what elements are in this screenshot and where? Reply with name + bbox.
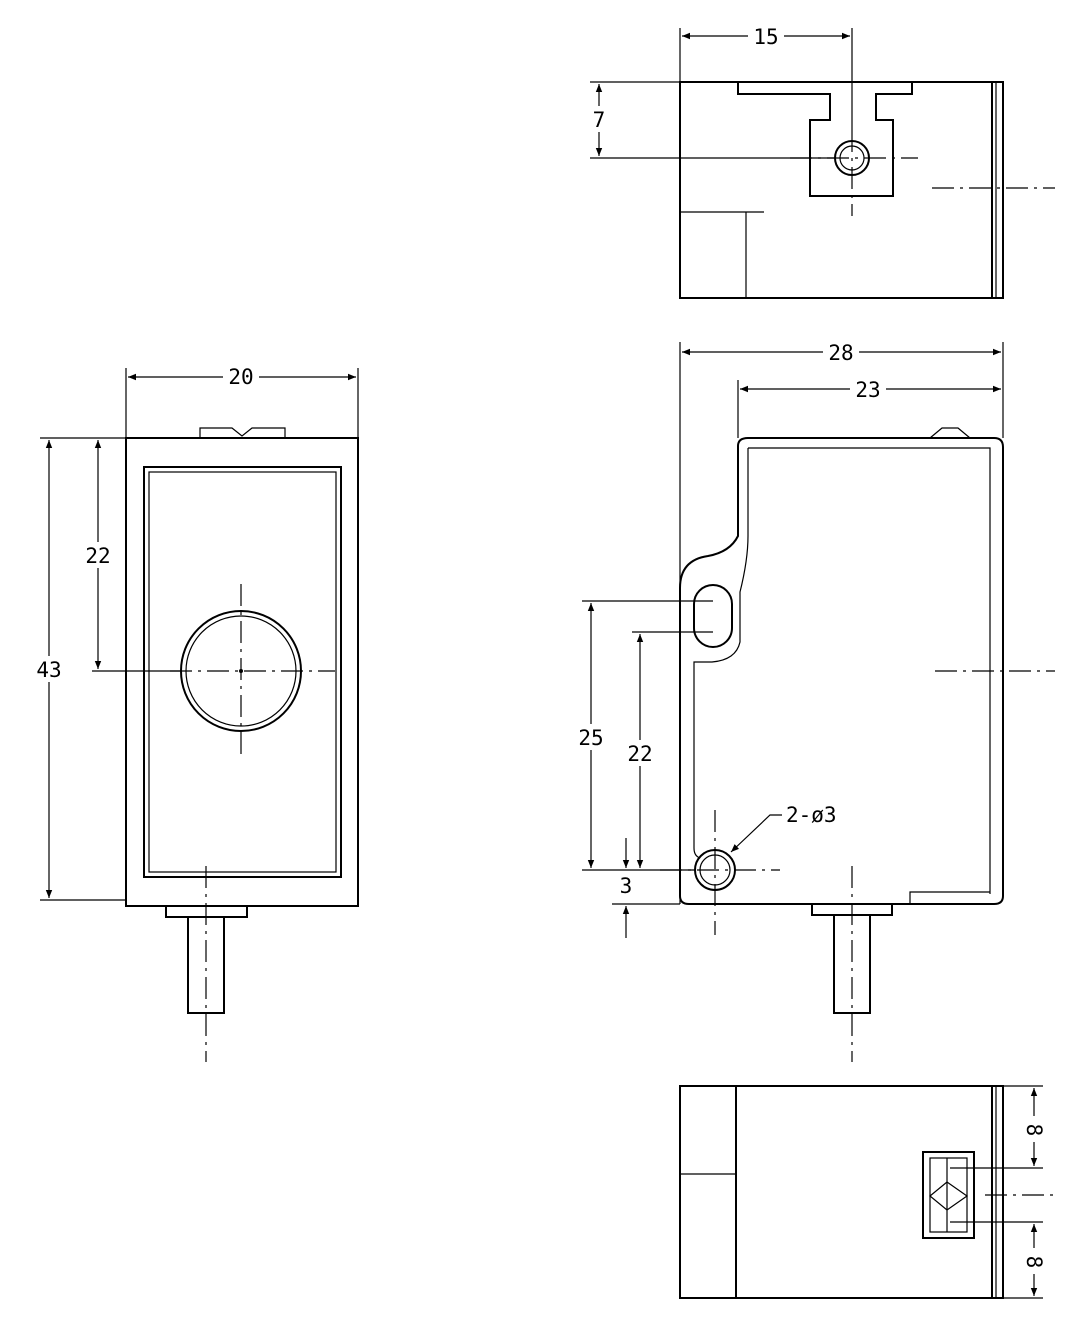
top-view: 15 7: [588, 24, 1055, 299]
side-slot-upper: [693, 584, 733, 648]
dim-text-43: 43: [36, 658, 61, 682]
dim-text-7: 7: [593, 108, 606, 132]
top-body-outline: [679, 81, 1004, 299]
front-face-inner: [148, 471, 337, 873]
hole-callout-text: 2-ø3: [786, 803, 837, 827]
bottom-connector: [922, 1151, 975, 1239]
dim-text-22-side: 22: [627, 742, 652, 766]
hole-callout-leader: [730, 814, 782, 853]
front-top-tab: [199, 427, 286, 438]
side-inner-profile: [693, 447, 991, 894]
dim-text-8-lower: 8: [1022, 1256, 1046, 1269]
dim-text-23: 23: [855, 378, 880, 402]
dim-text-3: 3: [620, 874, 633, 898]
dim-text-22-front: 22: [85, 544, 110, 568]
dim-text-8-upper: 8: [1022, 1124, 1046, 1137]
front-face-outer: [143, 466, 342, 878]
dim-text-28: 28: [828, 341, 853, 365]
bottom-view: 8 8: [679, 1085, 1055, 1299]
front-view: 20 43 22: [30, 364, 359, 1062]
dim-text-25: 25: [578, 726, 603, 750]
dim-text-20: 20: [228, 365, 253, 389]
side-view: 28 23 25 22 3 2-ø3: [571, 340, 1055, 1062]
bottom-body-outline: [679, 1085, 1004, 1299]
dim-text-15: 15: [753, 25, 778, 49]
top-t-slot: [737, 82, 913, 197]
